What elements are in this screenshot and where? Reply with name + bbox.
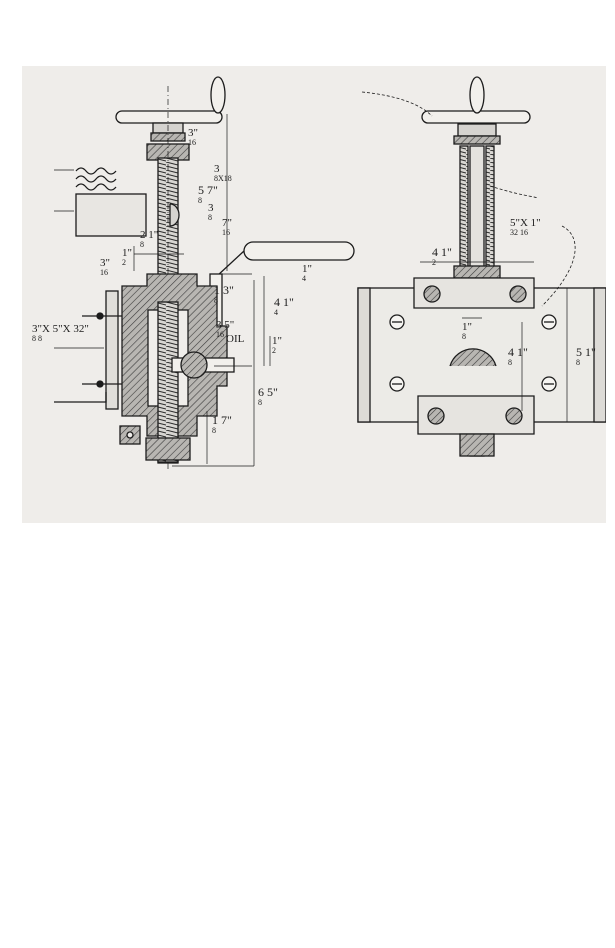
dim-5-7-8: 5 7"8 <box>198 183 218 205</box>
left-view <box>54 76 355 471</box>
dim-1-7-8: 1 7"8 <box>212 413 232 435</box>
dim-3-16-side: 3"16 <box>100 257 110 277</box>
right-gear <box>449 348 497 367</box>
right-right-rod <box>485 145 495 277</box>
right-view-dimensions: 5"X 1"32 16 4 1"2 1"8 4 1"8 5 1"8 <box>432 217 596 367</box>
left-coil <box>75 167 180 237</box>
dim-2-1-8: 2 1"8 <box>140 229 158 249</box>
dim-5-1-8: 5 1"8 <box>576 345 596 367</box>
dim-6-5-8: 6 5"8 <box>258 385 278 407</box>
dim-7-16: 7"16 <box>222 217 232 237</box>
dim-1-3-8: 1 3"8 <box>214 283 234 305</box>
right-handwheel <box>421 76 531 145</box>
right-screws <box>389 314 557 392</box>
right-left-rod <box>459 145 469 277</box>
dim-4-1-8: 4 1"8 <box>508 345 528 367</box>
label-oil: OIL <box>226 333 245 345</box>
dim-4-1-4: 4 1"4 <box>274 295 294 317</box>
left-lever <box>54 392 107 403</box>
dim-5-32x1-16: 5"X 1"32 16 <box>510 217 541 237</box>
dim-1-4: 1"4 <box>302 263 312 283</box>
left-side-plate <box>105 290 119 410</box>
dim-4-1-2: 4 1"2 <box>432 245 452 267</box>
right-view <box>357 76 606 457</box>
dim-1-2: 1"2 <box>122 247 132 267</box>
dim-1-8: 1"8 <box>462 321 472 341</box>
dim-1-2-b: 1"2 <box>272 335 282 355</box>
dim-3-16-top: 3"16 <box>188 127 198 147</box>
dim-3-8x5-8x32: 3"X 5"X 32"8 8 <box>32 323 89 343</box>
right-leaders <box>361 91 576 307</box>
dim-3-5-16: 3 5"16 <box>216 319 234 339</box>
